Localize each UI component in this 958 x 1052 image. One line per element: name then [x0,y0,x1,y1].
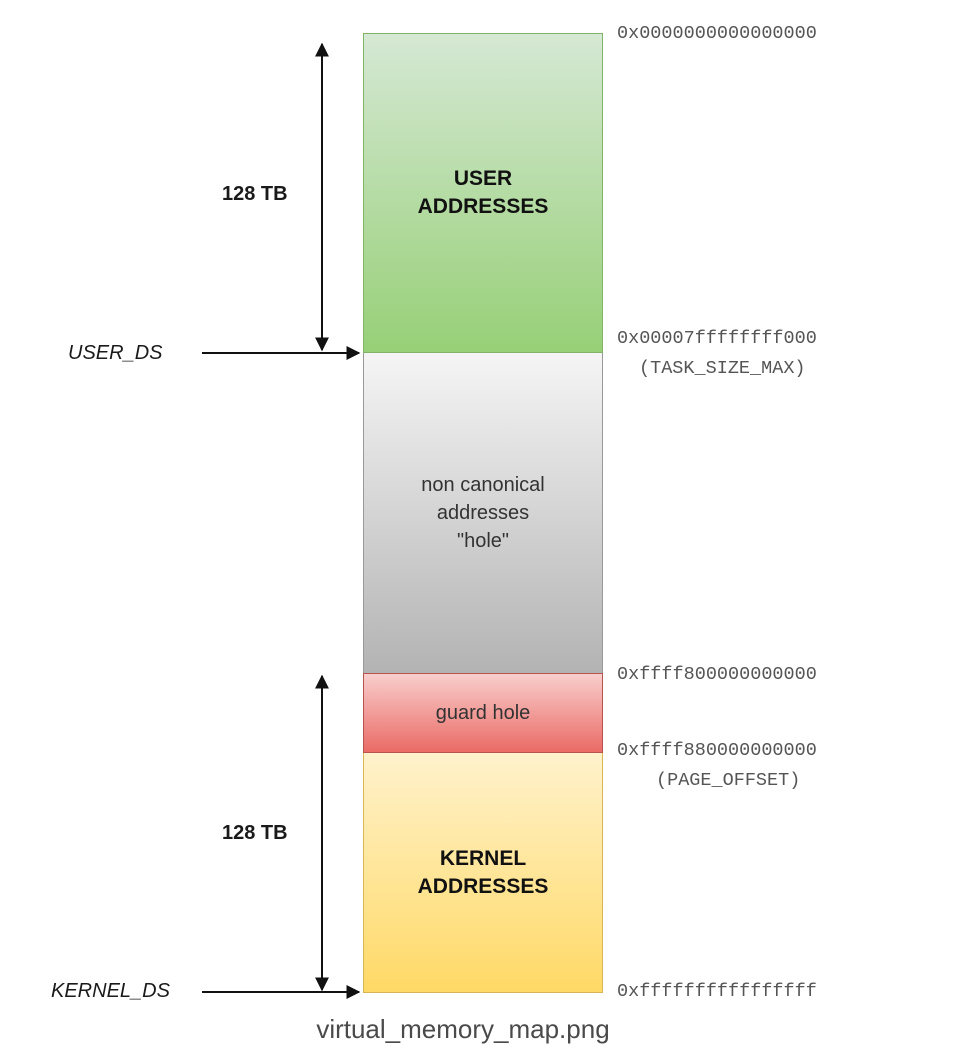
user-addresses-region: USER ADDRESSES [363,33,603,353]
address-page-offset: 0xffff880000000000 [617,740,817,761]
address-end: 0xffffffffffffffff [617,981,817,1002]
address-start: 0x0000000000000000 [617,23,817,44]
kernel-ds-label: KERNEL_DS [51,980,170,1002]
guard-hole-region: guard hole [363,673,603,753]
image-caption: virtual_memory_map.png [316,1014,610,1044]
page-offset-note: (PAGE_OFFSET) [656,770,801,791]
kernel-size-label: 128 TB [222,822,288,844]
kernel-addresses-region: KERNEL ADDRESSES [363,753,603,993]
address-guard-start: 0xffff800000000000 [617,664,817,685]
address-task-size-max: 0x00007ffffffff000 [617,328,817,349]
user-ds-label: USER_DS [68,342,163,364]
non-canonical-hole-region: non canonical addresses "hole" [363,353,603,673]
task-size-max-note: (TASK_SIZE_MAX) [639,358,806,379]
user-size-label: 128 TB [222,183,288,205]
